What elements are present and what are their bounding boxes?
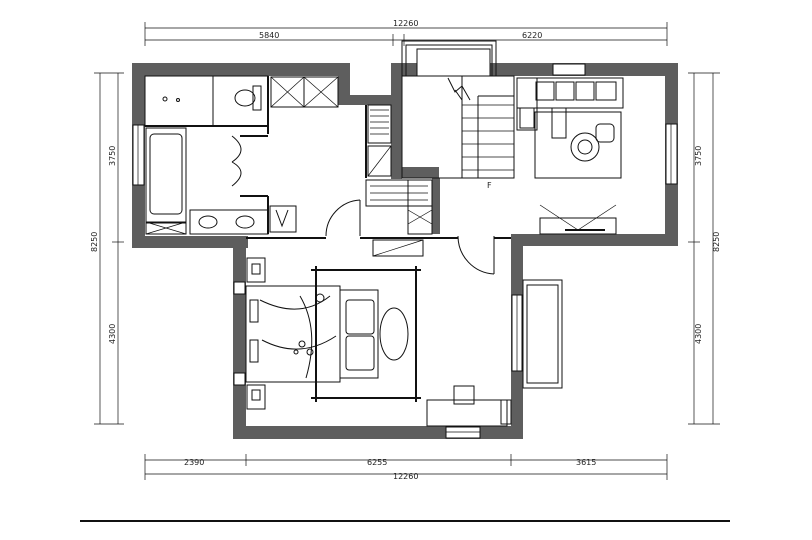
- dim-bottom-seg2: 6255: [367, 458, 387, 467]
- dim-left-total: 8250: [90, 232, 99, 252]
- left-dimension-lines: 8250 3750 4300: [90, 72, 124, 425]
- right-dimension-lines: 3750 4300 8250: [688, 72, 721, 425]
- balcony-top: [401, 40, 497, 77]
- bay-window: [522, 279, 563, 389]
- exterior-walls: [132, 63, 678, 439]
- living-room: [516, 77, 624, 235]
- dim-left-upper: 3750: [108, 146, 117, 166]
- dim-bottom-total: 12260: [393, 472, 418, 481]
- central-hall: [246, 104, 511, 275]
- bottom-dimension-lines: 2390 6255 3615 12260: [144, 454, 668, 481]
- top-dimension-lines: 12260 5840 6220: [144, 19, 668, 46]
- bedroom: [245, 257, 512, 427]
- bathroom: [144, 75, 297, 235]
- staircase: F: [401, 75, 515, 190]
- stair-direction-mark: F: [487, 181, 492, 190]
- dim-right-upper: 3750: [694, 146, 703, 166]
- dim-right-total: 8250: [712, 232, 721, 252]
- dim-top-total: 12260: [393, 19, 418, 28]
- dim-top-right: 6220: [522, 31, 542, 40]
- dim-left-lower: 4300: [108, 324, 117, 344]
- windows: [132, 63, 678, 439]
- dim-bottom-seg1: 2390: [184, 458, 204, 467]
- dim-bottom-seg3: 3615: [576, 458, 596, 467]
- wardrobe-top: [270, 76, 339, 108]
- dim-right-lower: 4300: [694, 324, 703, 344]
- dim-top-left: 5840: [259, 31, 279, 40]
